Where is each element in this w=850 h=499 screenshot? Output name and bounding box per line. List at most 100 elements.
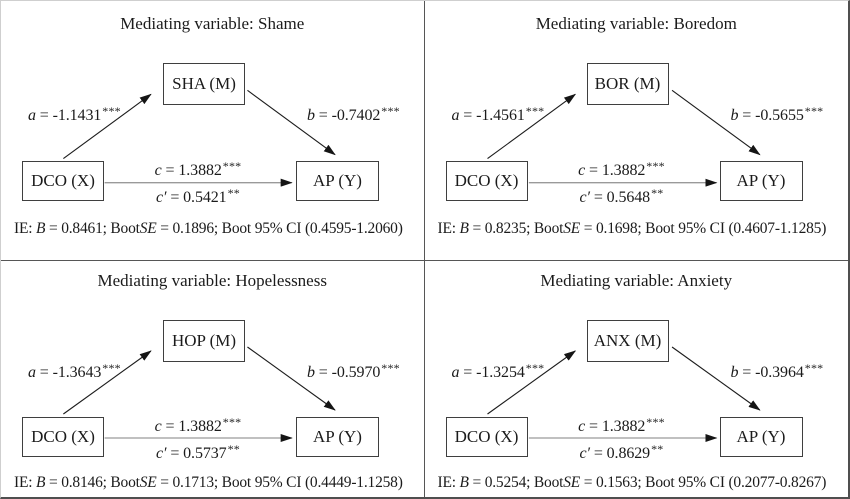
outcome-box: AP (Y): [296, 417, 379, 457]
path-a-symbol: a: [28, 107, 36, 124]
outcome-box-label: AP (Y): [736, 427, 786, 446]
path-c-value: = 1.3882: [585, 418, 646, 435]
path-arrows: [63, 346, 336, 442]
path-c-prime-coefficient: c′ = 0.5737**: [105, 439, 291, 462]
ie-b-value: = 0.8146; Boot: [45, 474, 140, 491]
indirect-effect-line: IE: B = 0.5254; BootSE = 0.1563; Boot 95…: [438, 473, 827, 493]
path-a-symbol: a: [451, 364, 460, 381]
mediator-box-label: SHA (M): [172, 74, 236, 93]
ie-ci-value: = 0.1896; Boot 95% CI (0.4595-1.2060): [156, 220, 403, 237]
mediator-box: HOP (M): [163, 320, 245, 362]
ie-b-symbol: B: [459, 474, 469, 491]
path-b-symbol: b: [307, 364, 315, 381]
panel-title: Mediating variable: Shame: [120, 14, 305, 33]
path-b-value: = -0.3964: [738, 364, 804, 381]
path-c-symbol: c: [578, 418, 586, 435]
path-c-coefficient: c = 1.3882***: [105, 412, 291, 435]
predictor-box-label: DCO (X): [31, 427, 95, 446]
path-c-prime-value: = 0.5421: [166, 189, 227, 206]
ie-ci-value: = 0.1698; Boot 95% CI (0.4607-1.1285): [580, 220, 827, 237]
path-c-coefficient: c = 1.3882***: [529, 412, 715, 435]
predictor-box: DCO (X): [22, 161, 104, 201]
path-arrows: [486, 346, 761, 442]
path-b-coefficient: b = -0.3964***: [730, 358, 824, 381]
indirect-effect-line: IE: B = 0.8235; BootSE = 0.1698; Boot 95…: [438, 219, 827, 239]
ie-prefix: IE:: [14, 474, 37, 491]
ie-prefix: IE:: [14, 220, 37, 237]
path-a-value: = -1.3254: [459, 364, 525, 381]
ie-b-value: = 0.8235; Boot: [468, 220, 564, 237]
path-c-prime-coefficient: c′ = 0.8629**: [529, 439, 715, 462]
path-c-symbol: c: [154, 162, 162, 179]
path-c-prime-significance: **: [227, 186, 240, 200]
path-c-symbol: c: [578, 162, 586, 179]
ie-se-symbol: SE: [139, 474, 157, 491]
path-a-coefficient: a = -1.1431***: [28, 101, 121, 124]
path-c-value: = 1.3882: [161, 162, 222, 179]
path-arrows: [63, 89, 336, 187]
path-c-significance: ***: [646, 159, 665, 173]
path-a-coefficient: a = -1.3643***: [28, 358, 121, 381]
ie-ci-value: = 0.1713; Boot 95% CI (0.4449-1.1258): [156, 474, 403, 491]
path-a-significance: ***: [525, 104, 545, 118]
path-c-prime-symbol: c′: [579, 189, 591, 206]
path-b-coefficient: b = -0.5655***: [731, 101, 824, 124]
indirect-effect-line: IE: B = 0.8146; BootSE = 0.1713; Boot 95…: [14, 473, 403, 493]
predictor-box-label: DCO (X): [454, 427, 519, 446]
panel-shame: Mediating variable: Shame SHA (M) DCO (X…: [1, 1, 425, 261]
ie-ci-value: = 0.1563; Boot 95% CI (0.2077-0.8267): [580, 474, 827, 491]
path-c-significance: ***: [646, 415, 665, 429]
panel-anxiety: Mediating variable: Anxiety ANX (M) DCO …: [424, 261, 848, 497]
path-c-symbol: c: [154, 418, 162, 435]
path-c-prime-significance: **: [227, 442, 240, 456]
mediator-box: ANX (M): [586, 320, 669, 362]
mediator-box-label: BOR (M): [594, 74, 661, 93]
path-a-value: = -1.4561: [459, 107, 525, 124]
path-a-value: = -1.3643: [35, 364, 102, 381]
path-c-prime-value: = 0.5648: [589, 189, 651, 206]
path-a-symbol: a: [28, 364, 36, 381]
ie-b-value: = 0.8461; Boot: [45, 220, 140, 237]
path-b-significance: ***: [381, 104, 400, 118]
path-c-prime-symbol: c′: [156, 189, 167, 206]
ie-se-symbol: SE: [563, 474, 581, 491]
ie-se-symbol: SE: [563, 220, 581, 237]
path-c-prime-value: = 0.5737: [166, 445, 227, 462]
path-a-significance: ***: [102, 104, 121, 118]
path-b-symbol: b: [730, 364, 739, 381]
path-a-value: = -1.1431: [35, 107, 102, 124]
path-c-coefficient: c = 1.3882***: [105, 156, 291, 179]
predictor-box-label: DCO (X): [454, 171, 519, 190]
path-c-prime-value: = 0.8629: [589, 445, 651, 462]
path-a-coefficient: a = -1.3254***: [451, 358, 545, 381]
path-b-value: = -0.7402: [314, 107, 381, 124]
panel-title: Mediating variable: Boredom: [535, 14, 737, 33]
path-c-prime-coefficient: c′ = 0.5421**: [105, 183, 291, 206]
panel-hopelessness: Mediating variable: Hopelessness HOP (M)…: [1, 261, 425, 497]
path-a-significance: ***: [102, 361, 121, 375]
outcome-box-label: AP (Y): [313, 427, 362, 446]
path-c-value: = 1.3882: [161, 418, 222, 435]
ie-b-symbol: B: [36, 220, 46, 237]
path-c-significance: ***: [222, 159, 242, 173]
mediator-box-label: ANX (M): [593, 331, 662, 350]
predictor-box-label: DCO (X): [31, 171, 95, 190]
panel-title: Mediating variable: Hopelessness: [97, 271, 327, 290]
mediator-box: SHA (M): [163, 63, 245, 105]
path-b-significance: ***: [804, 104, 824, 118]
path-a-significance: ***: [525, 361, 545, 375]
ie-prefix: IE:: [437, 474, 460, 491]
predictor-box: DCO (X): [445, 161, 528, 201]
path-c-prime-symbol: c′: [579, 445, 591, 462]
mediator-box-label: HOP (M): [171, 331, 237, 350]
ie-b-symbol: B: [459, 220, 469, 237]
path-c-prime-coefficient: c′ = 0.5648**: [529, 183, 715, 206]
path-a-symbol: a: [451, 107, 460, 124]
path-b-significance: ***: [381, 361, 400, 375]
outcome-box: AP (Y): [296, 161, 379, 201]
path-c-value: = 1.3882: [585, 162, 646, 179]
outcome-box-label: AP (Y): [313, 171, 362, 190]
path-b-value: = -0.5655: [738, 107, 804, 124]
ie-se-symbol: SE: [139, 220, 157, 237]
